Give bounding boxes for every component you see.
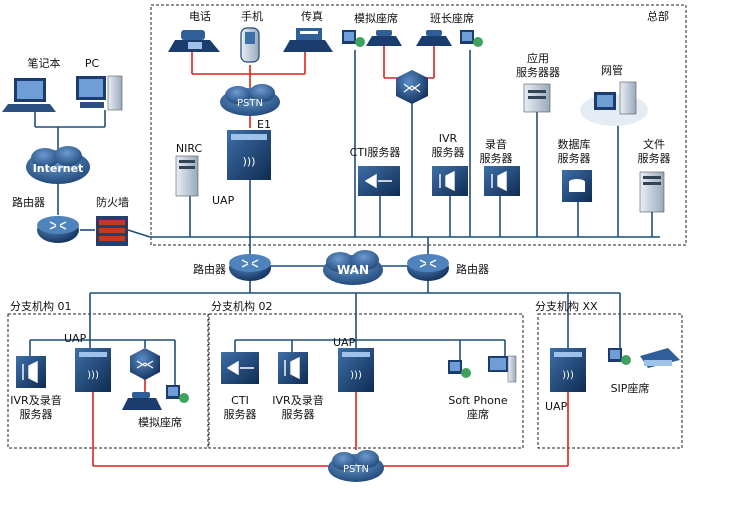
hq-label: 总部 <box>647 10 669 23</box>
router-center-left-icon <box>229 254 271 281</box>
analog-seat-label: 模拟座席 <box>354 12 398 25</box>
branch02-ivr-label-1: IVR及录音 <box>272 394 324 407</box>
app-server-label-1: 应用 <box>527 52 549 65</box>
branch02-softphone-label-2: 座席 <box>467 408 489 421</box>
svg-text:))): ))) <box>87 370 99 381</box>
firewall-icon <box>96 216 128 246</box>
branch02-softphone-label-1: Soft Phone <box>448 394 508 407</box>
branchxx-sip-label: SIP座席 <box>610 382 650 395</box>
pstn-bottom-cloud <box>328 450 384 482</box>
recording-server-icon <box>484 166 520 196</box>
cti-server-label: CTI服务器 <box>349 146 401 159</box>
router-center-right-icon <box>407 254 449 281</box>
branchxx-sip-phone-icon <box>640 348 680 368</box>
mobile-label: 手机 <box>241 10 263 23</box>
pstn-bottom-label: PSTN <box>343 464 369 475</box>
nm-cloud-icon <box>580 81 648 126</box>
app-server-label-2: 服务器器 <box>516 66 560 79</box>
laptop-icon <box>2 78 56 112</box>
db-server-icon <box>562 170 592 202</box>
hq-frame <box>150 4 687 246</box>
wan-label: WAN <box>337 263 369 277</box>
phone-label: 电话 <box>189 10 211 23</box>
app-server-icon <box>523 83 551 113</box>
rec-server-label-1: 录音 <box>485 138 507 151</box>
router-center-left-label: 路由器 <box>193 263 226 276</box>
branch02-softphone-pc-icon <box>488 355 517 383</box>
branch01-switch-icon <box>130 348 160 380</box>
branch01-phone-icon <box>122 392 162 410</box>
uap-hq-icon: ))) <box>227 130 271 180</box>
svg-text:))): ))) <box>562 370 574 381</box>
nirc-server-icon <box>175 155 199 197</box>
ivr-server-icon <box>432 166 468 196</box>
router-left-icon <box>37 216 79 243</box>
branch02-frame <box>208 313 524 449</box>
red-links <box>92 44 569 467</box>
e1-label: E1 <box>257 118 271 131</box>
branch02-title: 分支机构 02 <box>211 300 273 313</box>
branch01-uap-icon: ))) <box>75 348 111 392</box>
internet-cloud <box>26 146 90 184</box>
branch01-ivr-label-1: IVR及录音 <box>10 394 62 407</box>
nirc-label: NIRC <box>175 142 203 155</box>
branchxx-uap-label: UAP <box>545 400 568 413</box>
branchxx-frame <box>537 313 683 449</box>
hq-switch-icon <box>396 70 428 104</box>
branch01-frame <box>7 313 209 449</box>
branch02-ivr-label-2: 服务器 <box>281 408 315 421</box>
firewall-label: 防火墙 <box>96 196 129 209</box>
branch02-uap-label: UAP <box>333 336 356 349</box>
svg-text:))): ))) <box>243 155 256 168</box>
branch02-softphone-agent-icon <box>448 360 471 378</box>
router-center-right-label: 路由器 <box>456 263 489 276</box>
branch02-ivr-icon <box>278 352 308 384</box>
analog-seat-icon <box>342 30 365 47</box>
fax-icon <box>283 28 333 52</box>
svg-text:))): ))) <box>350 370 362 381</box>
rec-server-label-2: 服务器 <box>479 152 513 165</box>
branchxx-uap-icon: ))) <box>550 348 586 392</box>
wan-cloud <box>323 250 383 285</box>
branchxx-sip-agent-icon <box>608 348 631 365</box>
router-left-label: 路由器 <box>12 196 45 209</box>
fax-label: 传真 <box>301 10 323 23</box>
file-server-label-1: 文件 <box>643 138 665 151</box>
pstn-top-cloud <box>220 84 280 116</box>
ivr-server-label-2: 服务器 <box>431 146 465 159</box>
monitor-seat-agent-icon <box>460 30 483 47</box>
branch02-cti-icon <box>221 352 259 384</box>
blue-links <box>29 50 660 385</box>
phone-icon <box>168 30 220 52</box>
branch01-uap-label: UAP <box>64 332 87 345</box>
branch02-uap-icon: ))) <box>338 348 374 392</box>
branch01-agent-icon <box>166 385 189 403</box>
file-server-icon <box>639 171 665 213</box>
pstn-top-label: PSTN <box>237 98 263 109</box>
branch01-ivr-label-2: 服务器 <box>19 408 53 421</box>
monitor-seat-phone-2-icon <box>416 30 452 46</box>
branchxx-title: 分支机构 XX <box>535 300 598 313</box>
ivr-server-label-1: IVR <box>438 132 458 145</box>
branch02-cti-label-1: CTI <box>231 394 249 407</box>
file-server-label-2: 服务器 <box>637 152 671 165</box>
internet-label: Internet <box>33 162 84 175</box>
laptop-label: 笔记本 <box>27 57 61 70</box>
monitor-seat-phone-1-icon <box>366 30 402 46</box>
pc-label: PC <box>84 57 100 70</box>
nm-label: 网管 <box>601 64 623 77</box>
branch01-title: 分支机构 01 <box>10 300 72 313</box>
branch02-cti-label-2: 服务器 <box>223 408 257 421</box>
monitor-seat-label: 班长座席 <box>430 12 474 25</box>
mobile-icon <box>240 27 260 63</box>
db-server-label-1: 数据库 <box>557 138 591 151</box>
branch01-analog-label: 模拟座席 <box>138 416 182 429</box>
cti-server-icon <box>358 166 400 196</box>
pc-icon <box>76 75 123 111</box>
branch01-ivr-icon <box>16 356 46 388</box>
uap-hq-label: UAP <box>212 194 235 207</box>
db-server-label-2: 服务器 <box>557 152 591 165</box>
